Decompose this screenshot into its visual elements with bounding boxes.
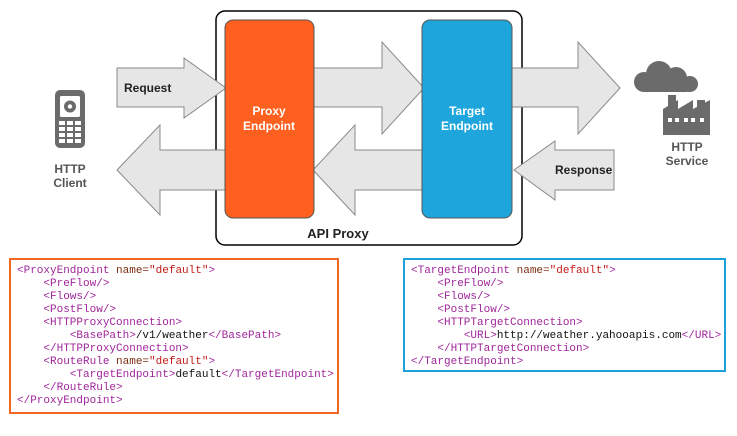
xml-tag: </TargetEndpoint> xyxy=(221,369,334,381)
target-endpoint-box xyxy=(421,19,513,219)
xml-tag: <PostFlow/> xyxy=(437,304,511,316)
xml-tag: </TargetEndpoint> xyxy=(411,356,524,368)
xml-tag: <TargetEndpoint> xyxy=(69,369,176,381)
xml-text: http://weather.yahooapis.com xyxy=(496,330,682,342)
xml-value: "default" xyxy=(149,356,209,368)
target-to-service-arrow xyxy=(509,40,621,136)
xml-tag: <Flows/> xyxy=(43,291,97,303)
response-label: Response xyxy=(555,163,613,177)
xml-tag: > xyxy=(609,265,616,277)
xml-tag: <TargetEndpoint xyxy=(411,265,517,277)
xml-tag: <BasePath> xyxy=(69,330,136,342)
proxy-to-client-arrow xyxy=(116,123,230,217)
xml-tag: <PostFlow/> xyxy=(43,304,117,316)
proxy-code-line: <TargetEndpoint>default</TargetEndpoint> xyxy=(17,369,334,382)
api-proxy-diagram: Proxy Endpoint Target Endpoint Request R… xyxy=(53,10,710,246)
proxy-to-target-arrow xyxy=(312,40,425,136)
xml-tag: > xyxy=(208,356,216,368)
xml-tag: </URL> xyxy=(681,330,722,342)
xml-tag: </HTTPProxyConnection> xyxy=(43,343,189,355)
xml-tag: <URL> xyxy=(463,330,497,342)
proxy-code-line: </HTTPProxyConnection> xyxy=(17,343,331,356)
xml-tag: <PreFlow/> xyxy=(437,278,504,290)
proxy-endpoint-label-1: Proxy xyxy=(252,104,286,118)
request-label: Request xyxy=(124,81,171,95)
target-code-line: </HTTPTargetConnection> xyxy=(411,343,718,356)
target-code-line: <TargetEndpoint name="default"> xyxy=(411,265,718,278)
response-arrow xyxy=(513,140,615,201)
xml-value: "default" xyxy=(549,265,610,277)
target-code-line: <PostFlow/> xyxy=(411,304,718,317)
proxy-code-line: </RouteRule> xyxy=(17,382,331,395)
proxy-endpoint-label-2: Endpoint xyxy=(243,119,295,133)
api-proxy-label: API Proxy xyxy=(307,226,369,241)
proxy-endpoint-box xyxy=(224,19,315,219)
proxy-code-line: <ProxyEndpoint name="default"> xyxy=(17,265,331,278)
xml-value: "default" xyxy=(149,265,209,277)
proxy-code-line: <Flows/> xyxy=(17,291,331,304)
target-code-line: <URL>http://weather.yahooapis.com</URL> xyxy=(411,330,721,343)
xml-tag: </RouteRule> xyxy=(43,382,123,394)
target-endpoint-label-1: Target xyxy=(449,104,485,118)
xml-tag: </BasePath> xyxy=(208,330,282,342)
xml-tag: <Flows/> xyxy=(437,291,491,303)
http-client-label-1: HTTP xyxy=(54,162,85,176)
http-service-label-2: Service xyxy=(666,154,709,168)
xml-tag: <RouteRule xyxy=(43,356,117,368)
proxy-code-line: <BasePath>/v1/weather</BasePath> xyxy=(17,330,331,343)
xml-attr: name= xyxy=(516,265,550,277)
proxy-code-line: </ProxyEndpoint> xyxy=(17,395,331,408)
target-endpoint-label-2: Endpoint xyxy=(441,119,493,133)
proxy-code-line: <RouteRule name="default"> xyxy=(17,356,331,369)
factory-icon xyxy=(663,95,710,135)
xml-tag: </HTTPTargetConnection> xyxy=(437,343,590,355)
http-client-label-2: Client xyxy=(53,176,86,190)
xml-tag: <HTTPProxyConnection> xyxy=(43,317,183,329)
request-arrow xyxy=(116,57,227,119)
target-to-proxy-arrow xyxy=(312,123,425,217)
target-endpoint-code: <TargetEndpoint name="default"> <PreFlow… xyxy=(403,258,726,372)
http-service-label-1: HTTP xyxy=(671,140,702,154)
xml-tag: </ProxyEndpoint> xyxy=(17,395,123,407)
proxy-endpoint-code: <ProxyEndpoint name="default"> <PreFlow/… xyxy=(9,258,339,414)
phone-icon xyxy=(55,90,85,148)
xml-tag: <ProxyEndpoint xyxy=(17,265,117,277)
target-code-line: <PreFlow/> xyxy=(411,278,718,291)
proxy-code-line: <PreFlow/> xyxy=(17,278,331,291)
xml-text: default xyxy=(175,369,222,381)
target-code-line: <HTTPTargetConnection> xyxy=(411,317,718,330)
proxy-code-line: <HTTPProxyConnection> xyxy=(17,317,331,330)
target-code-line: <Flows/> xyxy=(411,291,718,304)
xml-attr: name= xyxy=(116,356,150,368)
cloud-icon xyxy=(634,61,698,92)
xml-tag: <PreFlow/> xyxy=(43,278,110,290)
xml-attr: name= xyxy=(116,265,150,277)
proxy-code-line: <PostFlow/> xyxy=(17,304,331,317)
xml-tag: > xyxy=(208,265,216,277)
xml-text: /v1/weather xyxy=(135,330,209,342)
xml-tag: <HTTPTargetConnection> xyxy=(437,317,583,329)
target-code-line: </TargetEndpoint> xyxy=(411,356,718,369)
